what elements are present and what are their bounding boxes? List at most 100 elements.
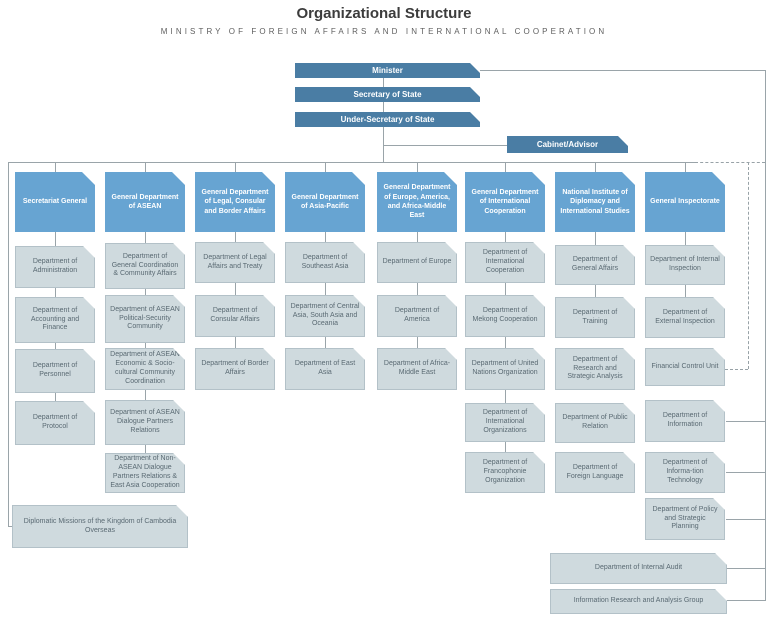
- dept-box: Department of International Organization…: [465, 403, 545, 442]
- connector: [145, 343, 146, 348]
- connector: [727, 568, 765, 569]
- connector: [727, 600, 765, 601]
- connector: [417, 162, 418, 172]
- dept-box: Department of Mekong Cooperation: [465, 295, 545, 337]
- diplomatic-missions-box: Diplomatic Missions of the Kingdom of Ca…: [12, 505, 188, 548]
- page-title: Organizational Structure: [296, 5, 472, 22]
- connector: [417, 232, 418, 242]
- internal-audit-box: Department of Internal Audit: [550, 553, 727, 584]
- dashed-connector: [725, 369, 748, 370]
- connector: [383, 101, 384, 112]
- connector: [55, 232, 56, 246]
- connector: [145, 390, 146, 400]
- cabinet-advisor-box: Cabinet/Advisor: [507, 136, 628, 153]
- dashed-connector: [748, 162, 749, 369]
- dept-box: Department of General Coordination & Com…: [105, 243, 185, 289]
- connector: [325, 162, 326, 172]
- connector: [55, 343, 56, 349]
- under-secretary-box: Under-Secretary of State: [295, 112, 480, 127]
- connector: [8, 526, 15, 527]
- header-asia-pacific: General Department of Asia-Pacific: [285, 172, 365, 232]
- header-europe-america-africa: General Department of Europe, America, a…: [377, 172, 457, 232]
- connector: [8, 162, 695, 163]
- dept-box: Department of General Affairs: [555, 245, 635, 285]
- connector: [505, 442, 506, 452]
- connector: [595, 285, 596, 297]
- dept-box: Department of Africa- Middle East: [377, 348, 457, 390]
- dept-box: Department of Public Relation: [555, 403, 635, 443]
- connector: [765, 70, 766, 601]
- dept-box: Department of International Cooperation: [465, 242, 545, 283]
- connector: [145, 445, 146, 453]
- minister-box: Minister: [295, 63, 480, 78]
- connector: [480, 70, 765, 71]
- secretary-of-state-box: Secretary of State: [295, 87, 480, 102]
- connector: [726, 421, 765, 422]
- dept-box: Department of ASEAN Dialogue Partners Re…: [105, 400, 185, 445]
- header-general-inspectorate: General Inspectorate: [645, 172, 725, 232]
- connector: [417, 283, 418, 295]
- connector: [726, 472, 765, 473]
- connector: [235, 283, 236, 295]
- connector: [145, 289, 146, 295]
- header-legal-consular-border: General Department of Legal, Consular an…: [195, 172, 275, 232]
- connector: [685, 232, 686, 245]
- dept-box: Department of Informa-tion Technology: [645, 452, 725, 493]
- dept-box: Department of Protocol: [15, 401, 95, 445]
- dept-box: Department of Internal Inspection: [645, 245, 725, 285]
- connector: [145, 162, 146, 172]
- connector: [595, 232, 596, 245]
- connector: [8, 162, 9, 526]
- dept-box: Department of ASEAN Economic & Socio-cul…: [105, 348, 185, 390]
- connector: [505, 390, 506, 403]
- dashed-connector: [695, 162, 765, 163]
- connector: [505, 232, 506, 242]
- dept-box: Department of Central Asia, South Asia a…: [285, 295, 365, 337]
- connector: [417, 337, 418, 348]
- dept-box: Department of Foreign Language: [555, 452, 635, 493]
- header-asean: General Department of ASEAN: [105, 172, 185, 232]
- header-international-cooperation: General Department of International Coop…: [465, 172, 545, 232]
- dept-box: Department of Administration: [15, 246, 95, 288]
- info-research-group-box: Information Research and Analysis Group: [550, 589, 727, 614]
- connector: [55, 162, 56, 172]
- connector: [595, 162, 596, 172]
- connector: [383, 77, 384, 87]
- dept-box: Department of Legal Affairs and Treaty: [195, 242, 275, 283]
- dept-box: Department of Policy and Strategic Plann…: [645, 498, 725, 540]
- dept-box: Department of Personnel: [15, 349, 95, 393]
- dept-box: Department of ASEAN Political-Security C…: [105, 295, 185, 343]
- dept-box: Department of Non-ASEAN Dialogue Partner…: [105, 453, 185, 493]
- dept-box: Department of Francophonie Organization: [465, 452, 545, 493]
- connector: [505, 283, 506, 295]
- dept-box: Department of Europe: [377, 242, 457, 283]
- dept-box: Department of Information: [645, 400, 725, 442]
- dept-box: Department of Accounting and Finance: [15, 297, 95, 343]
- connector: [145, 232, 146, 243]
- dept-box: Department of Consular Affairs: [195, 295, 275, 337]
- connector: [325, 337, 326, 348]
- connector: [325, 232, 326, 242]
- connector: [235, 232, 236, 242]
- header-secretariat-general: Secretariat General: [15, 172, 95, 232]
- dept-box: Department of Research and Strategic Ana…: [555, 348, 635, 390]
- dept-box: Department of America: [377, 295, 457, 337]
- dept-box: Department of External Inspection: [645, 297, 725, 338]
- connector: [383, 145, 507, 146]
- page-subtitle: MINISTRY OF FOREIGN AFFAIRS AND INTERNAT…: [160, 27, 608, 36]
- connector: [685, 162, 686, 172]
- dept-box: Department of United Nations Organizatio…: [465, 348, 545, 390]
- header-national-institute: National Institute of Diplomacy and Inte…: [555, 172, 635, 232]
- connector: [685, 285, 686, 297]
- connector: [325, 283, 326, 295]
- dept-box: Department of Southeast Asia: [285, 242, 365, 283]
- connector: [235, 337, 236, 348]
- connector: [55, 288, 56, 297]
- dept-box: Department of Border Affairs: [195, 348, 275, 390]
- dept-box: Department of East Asia: [285, 348, 365, 390]
- connector: [505, 337, 506, 348]
- connector: [235, 162, 236, 172]
- connector: [726, 519, 765, 520]
- connector: [55, 393, 56, 401]
